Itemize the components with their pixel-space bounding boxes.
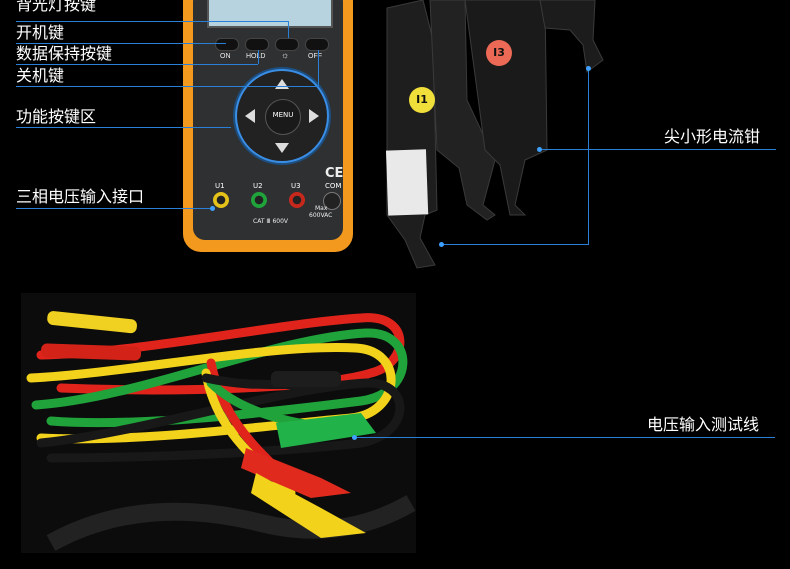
menu-label: MENU — [272, 111, 294, 119]
meter-display — [207, 0, 333, 28]
hold-button-label: HOLD — [246, 53, 266, 60]
u2-input-jack[interactable] — [251, 192, 267, 208]
callout-line-clamps — [540, 149, 776, 150]
clamp-badge-i3: I3 — [486, 40, 512, 66]
on-button-label: ON — [220, 53, 231, 60]
callout-line-clamps-h — [442, 244, 589, 245]
left-arrow-icon[interactable] — [245, 109, 255, 123]
jack-label-com: COM — [325, 182, 342, 190]
jack-label-u1: U1 — [215, 182, 225, 190]
clamp-badge-i3-text: I3 — [493, 46, 505, 59]
cat-rating: CAT Ⅲ 600V — [253, 218, 289, 225]
callout-line-data-hold-v — [258, 50, 259, 64]
u1-input-jack[interactable] — [213, 192, 229, 208]
off-button-label: OFF — [308, 53, 322, 60]
menu-button[interactable]: MENU — [265, 99, 301, 135]
max-voltage: 600VAC — [309, 212, 333, 219]
callout-line-function-keys — [16, 127, 231, 128]
current-clamps — [385, 0, 604, 269]
ce-mark: CE — [325, 166, 344, 181]
on-button[interactable] — [215, 38, 239, 51]
callout-voltage-test-leads: 电压输入测试线 — [647, 415, 760, 434]
callout-dot-test-leads — [352, 435, 357, 440]
hold-button[interactable] — [245, 38, 269, 51]
callout-power-on-key: 开机键 — [16, 23, 65, 42]
test-leads-photo — [21, 293, 416, 553]
callout-line-three-phase — [16, 208, 212, 209]
callout-line-data-hold — [16, 64, 258, 65]
callout-three-phase-input: 三相电压输入接口 — [16, 187, 145, 206]
right-arrow-icon[interactable] — [309, 109, 319, 123]
jack-label-u3: U3 — [291, 182, 301, 190]
clamp-badge-i1-text: I1 — [416, 93, 428, 106]
clamp-i2 — [429, 0, 496, 221]
backlight-button[interactable] — [275, 38, 299, 51]
power-quality-meter: ON HOLD ☼ OFF MENU CE U1 U2 U3 COM CAT Ⅲ… — [183, 0, 353, 252]
clamp-i3 — [464, 0, 604, 216]
clamp-i1 — [385, 0, 438, 269]
test-leads-illustration — [21, 293, 416, 553]
callout-dot-clamp-i1 — [439, 242, 444, 247]
callout-line-power-off — [16, 86, 318, 87]
off-button[interactable] — [305, 38, 329, 51]
callout-dot-three-phase — [210, 206, 215, 211]
function-keypad: MENU — [235, 69, 329, 163]
jack-label-u2: U2 — [253, 182, 263, 190]
callout-function-keys: 功能按键区 — [16, 107, 97, 126]
up-arrow-icon[interactable] — [275, 79, 289, 89]
callout-dot-clamp-i3 — [586, 66, 591, 71]
callout-line-power-on — [16, 43, 226, 44]
backlight-icon: ☼ — [281, 50, 290, 60]
callout-data-hold-key: 数据保持按键 — [16, 44, 113, 63]
u3-input-jack[interactable] — [289, 192, 305, 208]
callout-dot-clamps — [537, 147, 542, 152]
callout-line-test-leads — [355, 437, 775, 438]
com-input-jack[interactable] — [323, 192, 341, 210]
meter-face: ON HOLD ☼ OFF MENU CE U1 U2 U3 COM CAT Ⅲ… — [193, 0, 343, 240]
down-arrow-icon[interactable] — [275, 143, 289, 153]
max-label: Max — [315, 205, 328, 212]
callout-current-clamps: 尖小形电流钳 — [664, 127, 761, 146]
callout-line-power-off-v — [318, 50, 319, 86]
callout-line-backlight — [16, 21, 288, 22]
callout-line-backlight-v — [288, 21, 289, 38]
callout-line-clamps-v — [588, 68, 589, 244]
callout-backlight-key: 背光灯按键 — [16, 0, 97, 14]
callout-power-off-key: 关机键 — [16, 66, 65, 85]
clamp-badge-i1: I1 — [409, 87, 435, 113]
